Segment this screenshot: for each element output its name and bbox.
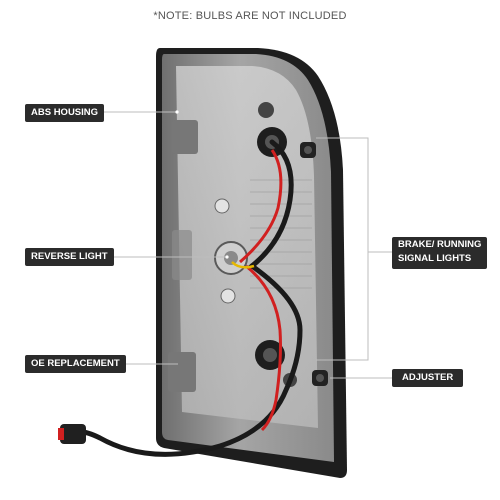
- brake-running-line1: BRAKE/ RUNNING: [398, 239, 482, 250]
- wire-red-upper: [239, 149, 283, 264]
- wire-harness-black: [69, 139, 303, 457]
- bulbs-not-included-note: *NOTE: BULBS ARE NOT INCLUDED: [153, 10, 347, 22]
- connector-plug: [58, 424, 86, 444]
- mounting-bracket-bottom: [168, 352, 196, 392]
- brake-running-line2: SIGNAL LIGHTS: [398, 253, 472, 264]
- wire-yellow: [231, 261, 255, 269]
- brake-running-signal-label: BRAKE/ RUNNING SIGNAL LIGHTS: [392, 237, 488, 269]
- mounting-tab-left: [172, 230, 192, 280]
- abs-housing-label: ABS HOUSING: [25, 104, 105, 122]
- wire-red-lower: [245, 264, 282, 432]
- mounting-hole-top: [258, 102, 274, 118]
- mounting-hole-mid-a: [214, 198, 230, 214]
- reverse-light-label: REVERSE LIGHT: [25, 248, 114, 266]
- adjuster-label: ADJUSTER: [392, 369, 464, 387]
- housing-inner-panel: [176, 66, 318, 428]
- leader-lines: [95, 111, 392, 379]
- adjuster-lower: [312, 370, 328, 386]
- adjuster-upper: [300, 142, 316, 158]
- mounting-bracket-top: [172, 120, 198, 154]
- oe-replacement-label: OE REPLACEMENT: [25, 355, 126, 373]
- mounting-hole-mid-b: [220, 288, 236, 304]
